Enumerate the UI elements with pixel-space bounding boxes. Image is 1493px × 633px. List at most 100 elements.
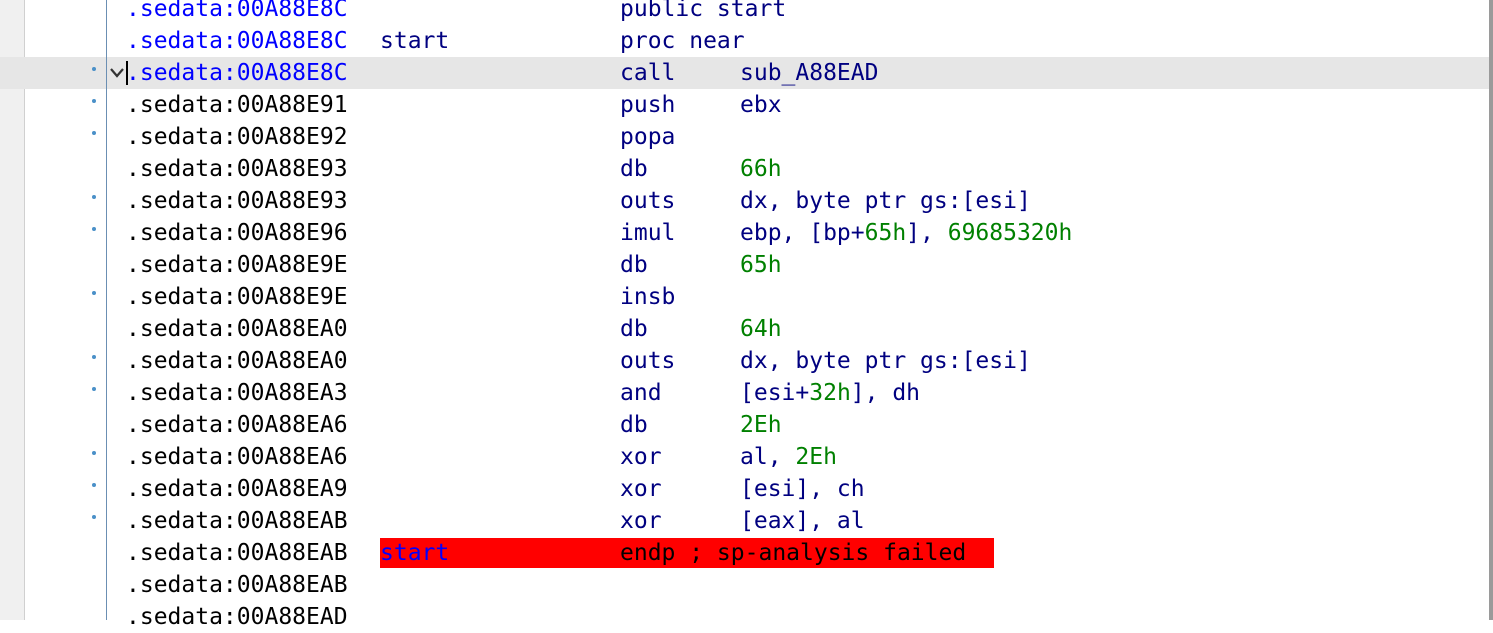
operand-token: [esi], ch xyxy=(740,476,865,502)
listing-row[interactable]: .sedata:00A88E8C start proc near xyxy=(0,25,1489,57)
instruction-mnemonic[interactable]: proc near xyxy=(620,28,745,54)
operand-token: al, xyxy=(740,444,796,470)
vertical-scrollbar[interactable] xyxy=(1489,0,1493,620)
gutter-marker-dot xyxy=(92,515,96,519)
instruction-operands[interactable]: ebx xyxy=(740,89,782,121)
address[interactable]: .sedata:00A88EA6 xyxy=(126,412,348,438)
instruction-mnemonic[interactable]: outs xyxy=(620,348,676,374)
operand-token: ebx xyxy=(740,92,782,118)
address[interactable]: .sedata:00A88EA6 xyxy=(126,444,348,470)
instruction-operands[interactable]: 2Eh xyxy=(740,409,782,441)
code-label[interactable]: start xyxy=(380,28,450,54)
instruction-operands[interactable]: 65h xyxy=(740,249,782,281)
instruction-mnemonic[interactable]: outs xyxy=(620,188,676,214)
instruction-mnemonic[interactable]: xor xyxy=(620,476,662,502)
instruction-operands[interactable]: dx, byte ptr gs:[esi] xyxy=(740,185,1031,217)
left-margin-strip xyxy=(0,0,25,620)
instruction-mnemonic[interactable]: call xyxy=(620,60,676,86)
listing-row[interactable]: .sedata:00A88EA3 and [esi+32h], dh xyxy=(0,377,1489,409)
address[interactable]: .sedata:00A88E8C xyxy=(126,60,348,86)
instruction-operands[interactable]: [esi], ch xyxy=(740,473,865,505)
address[interactable]: .sedata:00A88E9E xyxy=(126,284,348,310)
code-label[interactable]: start xyxy=(380,540,450,566)
instruction-operands[interactable]: [esi+32h], dh xyxy=(740,377,920,409)
chevron-down-icon[interactable] xyxy=(108,63,126,81)
instruction-mnemonic[interactable]: db xyxy=(620,412,648,438)
gutter-marker-dot xyxy=(92,451,96,455)
numeric-literal: 2Eh xyxy=(795,444,837,470)
instruction-operands[interactable]: 66h xyxy=(740,153,782,185)
gutter-marker-dot xyxy=(92,387,96,391)
operand-token: ], xyxy=(906,220,948,246)
listing-row[interactable]: .sedata:00A88EA6 xor al, 2Eh xyxy=(0,441,1489,473)
address[interactable]: .sedata:00A88EA0 xyxy=(126,316,348,342)
gutter-separator xyxy=(106,0,107,620)
instruction-mnemonic[interactable]: imul xyxy=(620,220,676,246)
address[interactable]: .sedata:00A88EAB xyxy=(126,508,348,534)
listing-row[interactable]: .sedata:00A88EAB xor [eax], al xyxy=(0,505,1489,537)
gutter-marker-dot xyxy=(92,483,96,487)
instruction-operands[interactable]: sub_A88EAD xyxy=(740,57,878,89)
instruction-mnemonic[interactable]: db xyxy=(620,316,648,342)
gutter-marker-dot xyxy=(92,227,96,231)
operand-token: dx, byte ptr gs:[esi] xyxy=(740,348,1031,374)
numeric-literal: 65h xyxy=(740,252,782,278)
address[interactable]: .sedata:00A88E8C xyxy=(126,28,348,54)
operand-token: ebp, [bp+ xyxy=(740,220,865,246)
listing-row[interactable]: .sedata:00A88EAB xyxy=(0,569,1489,601)
operand-token: [eax], al xyxy=(740,508,865,534)
gutter-marker-dot xyxy=(92,99,96,103)
instruction-mnemonic[interactable]: xor xyxy=(620,508,662,534)
listing-row-current[interactable]: .sedata:00A88E8C call sub_A88EAD xyxy=(0,57,1489,89)
listing-row[interactable]: .sedata:00A88E91 push ebx xyxy=(0,89,1489,121)
address[interactable]: .sedata:00A88E96 xyxy=(126,220,348,246)
listing-row[interactable]: .sedata:00A88E9E insb xyxy=(0,281,1489,313)
instruction-operands[interactable]: al, 2Eh xyxy=(740,441,837,473)
address[interactable]: .sedata:00A88E8C xyxy=(126,0,348,22)
gutter-marker-dot xyxy=(92,291,96,295)
operand-token: sub_A88EAD xyxy=(740,60,879,86)
instruction-mnemonic[interactable]: endp ; sp-analysis failed xyxy=(620,540,967,566)
instruction-mnemonic[interactable]: xor xyxy=(620,444,662,470)
address[interactable]: .sedata:00A88EA9 xyxy=(126,476,348,502)
address[interactable]: .sedata:00A88E92 xyxy=(126,124,348,150)
instruction-operands[interactable]: ebp, [bp+65h], 69685320h xyxy=(740,217,1072,249)
instruction-mnemonic[interactable]: public start xyxy=(620,0,787,22)
instruction-mnemonic[interactable]: push xyxy=(620,92,676,118)
listing-row[interactable]: .sedata:00A88EAD xyxy=(0,601,1489,633)
gutter-marker-dot xyxy=(92,131,96,135)
instruction-mnemonic[interactable]: and xyxy=(620,380,662,406)
text-cursor xyxy=(126,61,128,85)
listing-row[interactable]: .sedata:00A88EA0 outs dx, byte ptr gs:[esi… xyxy=(0,345,1489,377)
address[interactable]: .sedata:00A88EAB xyxy=(126,540,348,566)
address[interactable]: .sedata:00A88EA3 xyxy=(126,380,348,406)
instruction-mnemonic[interactable]: insb xyxy=(620,284,676,310)
instruction-mnemonic[interactable]: popa xyxy=(620,124,676,150)
listing-row[interactable]: .sedata:00A88EAB start endp ; sp-analysis … xyxy=(0,537,1489,569)
listing-row[interactable]: .sedata:00A88E93 outs dx, byte ptr gs:[esi… xyxy=(0,185,1489,217)
listing-row[interactable]: .sedata:00A88E9E db 65h xyxy=(0,249,1489,281)
instruction-operands[interactable]: 64h xyxy=(740,313,782,345)
listing-row[interactable]: .sedata:00A88E92 popa xyxy=(0,121,1489,153)
numeric-literal: 66h xyxy=(740,156,782,182)
address[interactable]: .sedata:00A88EA0 xyxy=(126,348,348,374)
instruction-operands[interactable]: dx, byte ptr gs:[esi] xyxy=(740,345,1031,377)
listing-row[interactable]: .sedata:00A88EA6 db 2Eh xyxy=(0,409,1489,441)
address[interactable]: .sedata:00A88EAB xyxy=(126,572,348,598)
instruction-mnemonic[interactable]: db xyxy=(620,156,648,182)
listing-row[interactable]: .sedata:00A88E93 db 66h xyxy=(0,153,1489,185)
listing-row[interactable]: .sedata:00A88E8C public start xyxy=(0,0,1489,25)
listing-row[interactable]: .sedata:00A88EA0 db 64h xyxy=(0,313,1489,345)
instruction-operands[interactable]: [eax], al xyxy=(740,505,865,537)
gutter-marker-dot xyxy=(92,195,96,199)
operand-token: [esi+ xyxy=(740,380,810,406)
address[interactable]: .sedata:00A88E93 xyxy=(126,188,348,214)
gutter-marker-dot xyxy=(92,67,96,71)
listing-row[interactable]: .sedata:00A88E96 imul ebp, [bp+65h], 69685… xyxy=(0,217,1489,249)
address[interactable]: .sedata:00A88E9E xyxy=(126,252,348,278)
address[interactable]: .sedata:00A88E93 xyxy=(126,156,348,182)
address[interactable]: .sedata:00A88E91 xyxy=(126,92,348,118)
instruction-mnemonic[interactable]: db xyxy=(620,252,648,278)
listing-row[interactable]: .sedata:00A88EA9 xor [esi], ch xyxy=(0,473,1489,505)
address[interactable]: .sedata:00A88EAD xyxy=(126,604,348,630)
